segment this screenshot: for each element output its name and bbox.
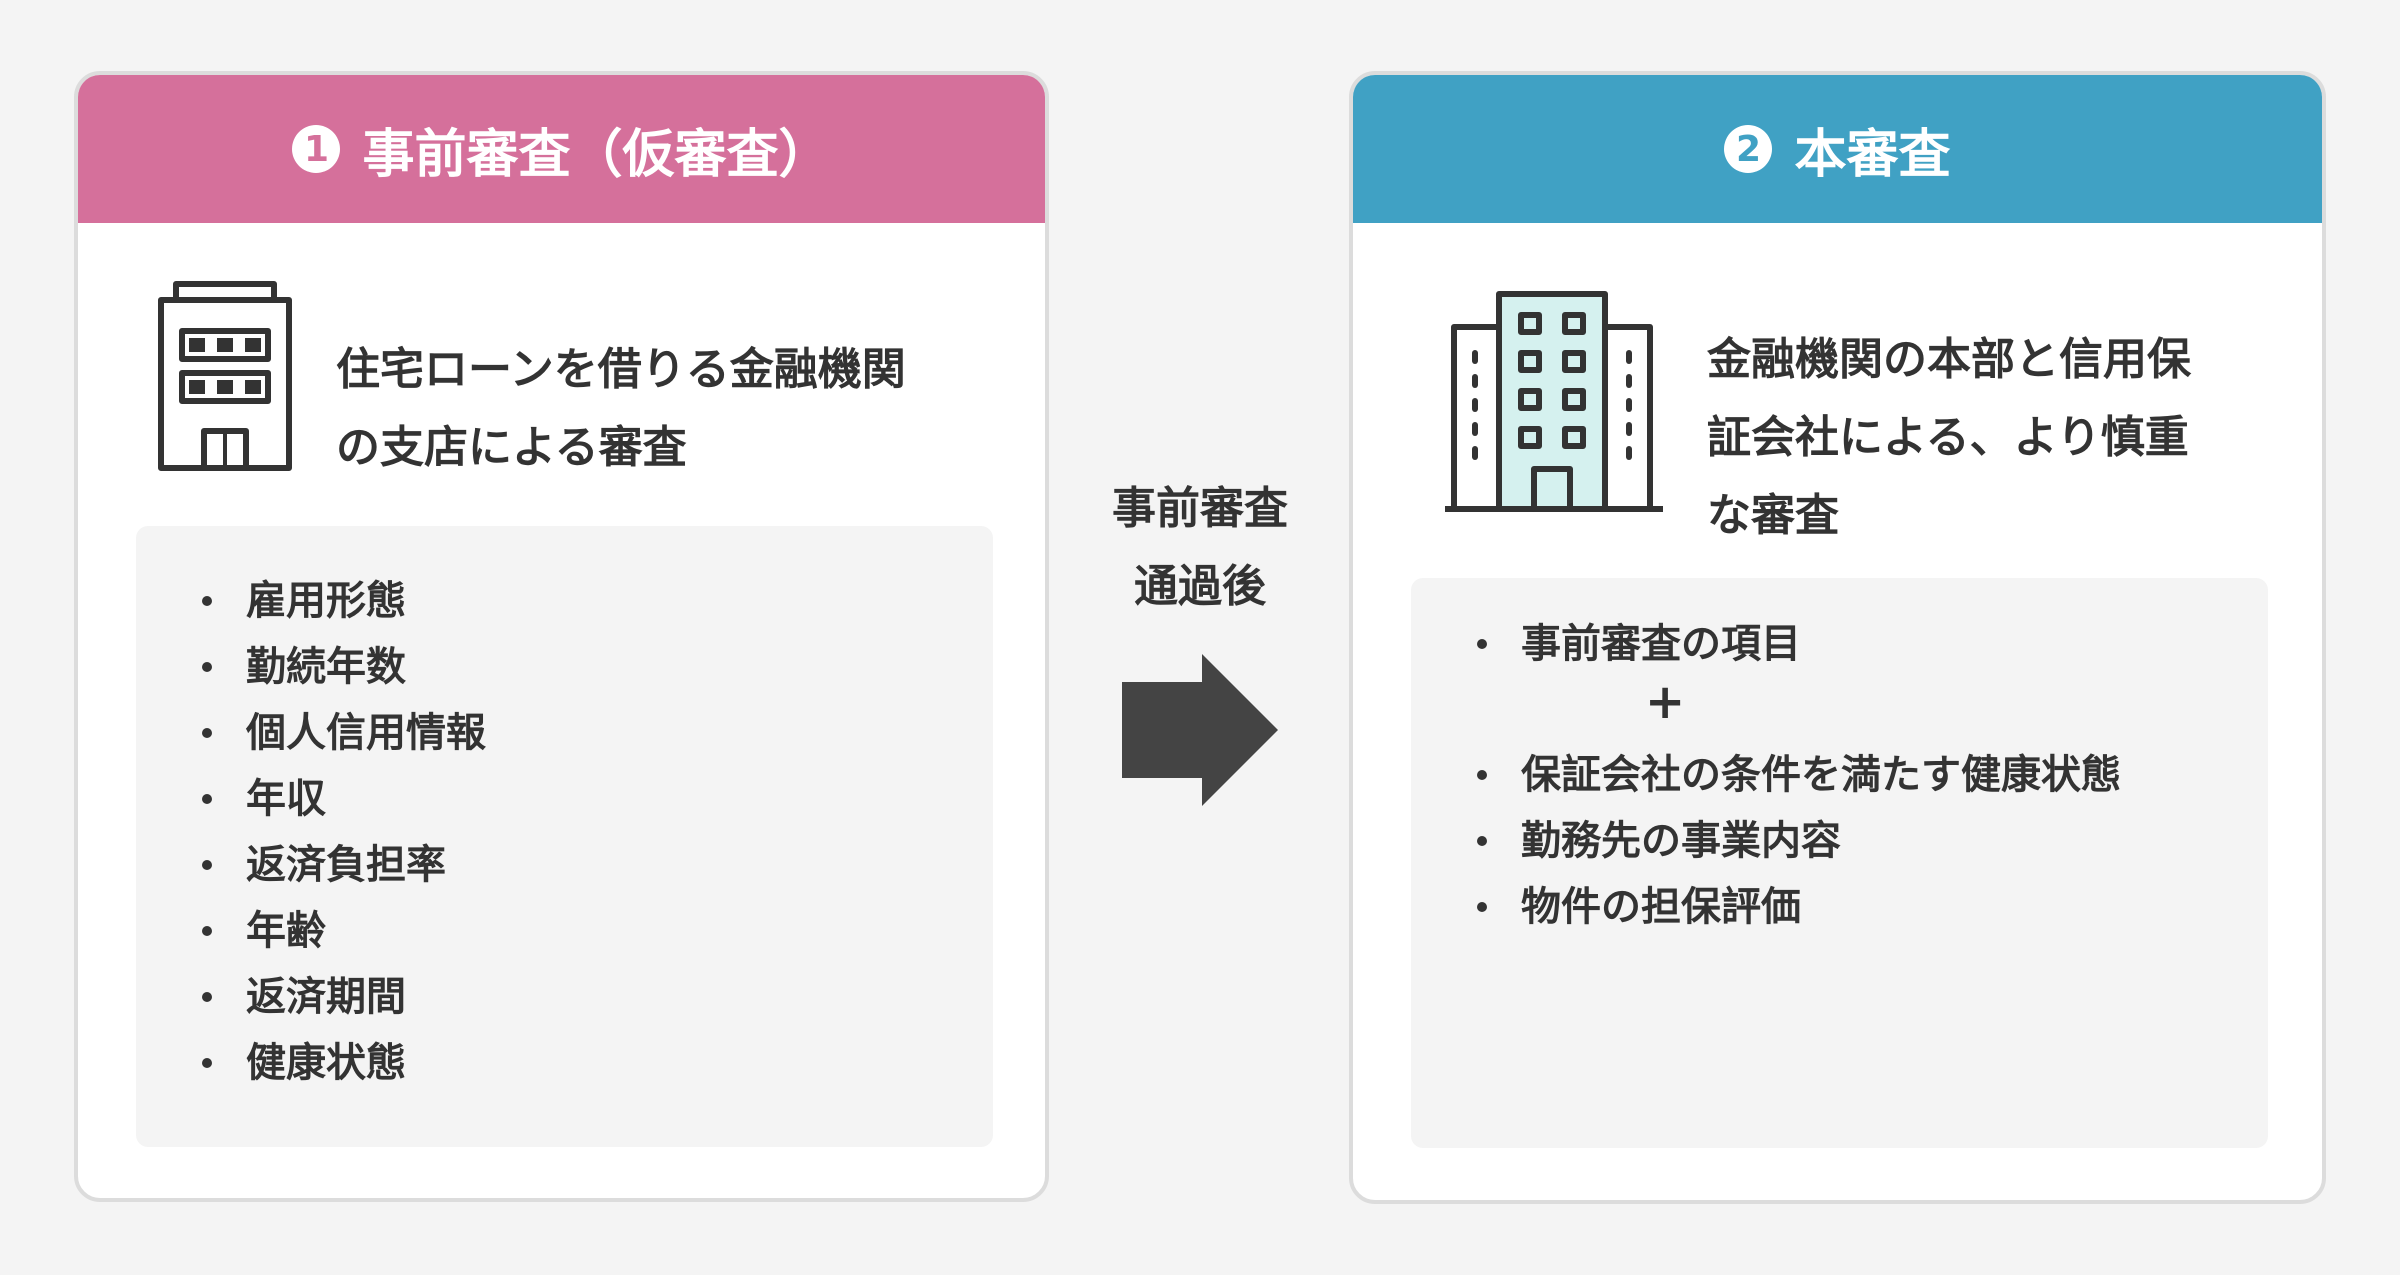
list-item: 返済負担率 [196, 832, 486, 898]
transition-line: 事前審査 [1112, 483, 1288, 534]
main-review-description: 金融機関の本部と信用保 証会社による、より慎重 な審査 [1707, 321, 2191, 555]
office-building-icon [158, 281, 292, 471]
main-criteria-box: 事前審査の項目 + 保証会社の条件を満たす健康状態 勤務先の事業内容 物件の担保… [1411, 578, 2268, 1148]
step-number-badge: 1 [292, 125, 341, 173]
list-item: 勤務先の事業内容 [1471, 808, 2121, 874]
list-item: 年齢 [196, 898, 486, 964]
description-line: な審査 [1707, 490, 1839, 541]
main-review-header: 2 本審査 [1353, 75, 2322, 223]
description-line: 住宅ローンを借りる金融機関 [336, 344, 906, 395]
list-item: 健康状態 [196, 1030, 486, 1096]
description-line: 証会社による、より慎重 [1707, 412, 2189, 463]
main-review-card: 2 本審査 [1349, 71, 2326, 1204]
step-number-badge: 2 [1724, 125, 1773, 173]
list-item: 事前審査の項目 [1471, 612, 1801, 676]
right-arrow-icon [1122, 654, 1278, 806]
list-item: 勤続年数 [196, 634, 486, 700]
plus-sign: + [1645, 674, 1686, 730]
headquarters-building-icon [1445, 291, 1663, 512]
preliminary-review-description: 住宅ローンを借りる金融機関 の支店による審査 [336, 331, 906, 487]
list-item: 個人信用情報 [196, 700, 486, 766]
preliminary-criteria-box: 雇用形態 勤続年数 個人信用情報 年収 返済負担率 年齢 返済期間 健康状態 [136, 526, 993, 1147]
preliminary-review-header: 1 事前審査（仮審査） [78, 75, 1045, 223]
transition-line: 通過後 [1134, 561, 1266, 612]
list-item: 雇用形態 [196, 568, 486, 634]
description-line: 金融機関の本部と信用保 [1707, 334, 2191, 385]
list-item: 返済期間 [196, 964, 486, 1030]
description-line: の支店による審査 [336, 422, 687, 473]
preliminary-review-title: 事前審査（仮審査） [362, 124, 831, 185]
list-item: 年収 [196, 766, 486, 832]
preliminary-criteria-list: 雇用形態 勤続年数 個人信用情報 年収 返済負担率 年齢 返済期間 健康状態 [196, 568, 486, 1096]
transition-label: 事前審査 通過後 [1100, 470, 1300, 626]
list-item: 保証会社の条件を満たす健康状態 [1471, 742, 2121, 808]
preliminary-review-card: 1 事前審査（仮審査） 住宅ローンを借りる金融機関 の支店による審査 雇用形態 … [74, 71, 1049, 1202]
main-criteria-list: 事前審査の項目 [1471, 612, 1801, 676]
additional-criteria-list: 保証会社の条件を満たす健康状態 勤務先の事業内容 物件の担保評価 [1471, 742, 2121, 940]
list-item: 物件の担保評価 [1471, 874, 2121, 940]
main-review-title: 本審査 [1794, 124, 1951, 185]
